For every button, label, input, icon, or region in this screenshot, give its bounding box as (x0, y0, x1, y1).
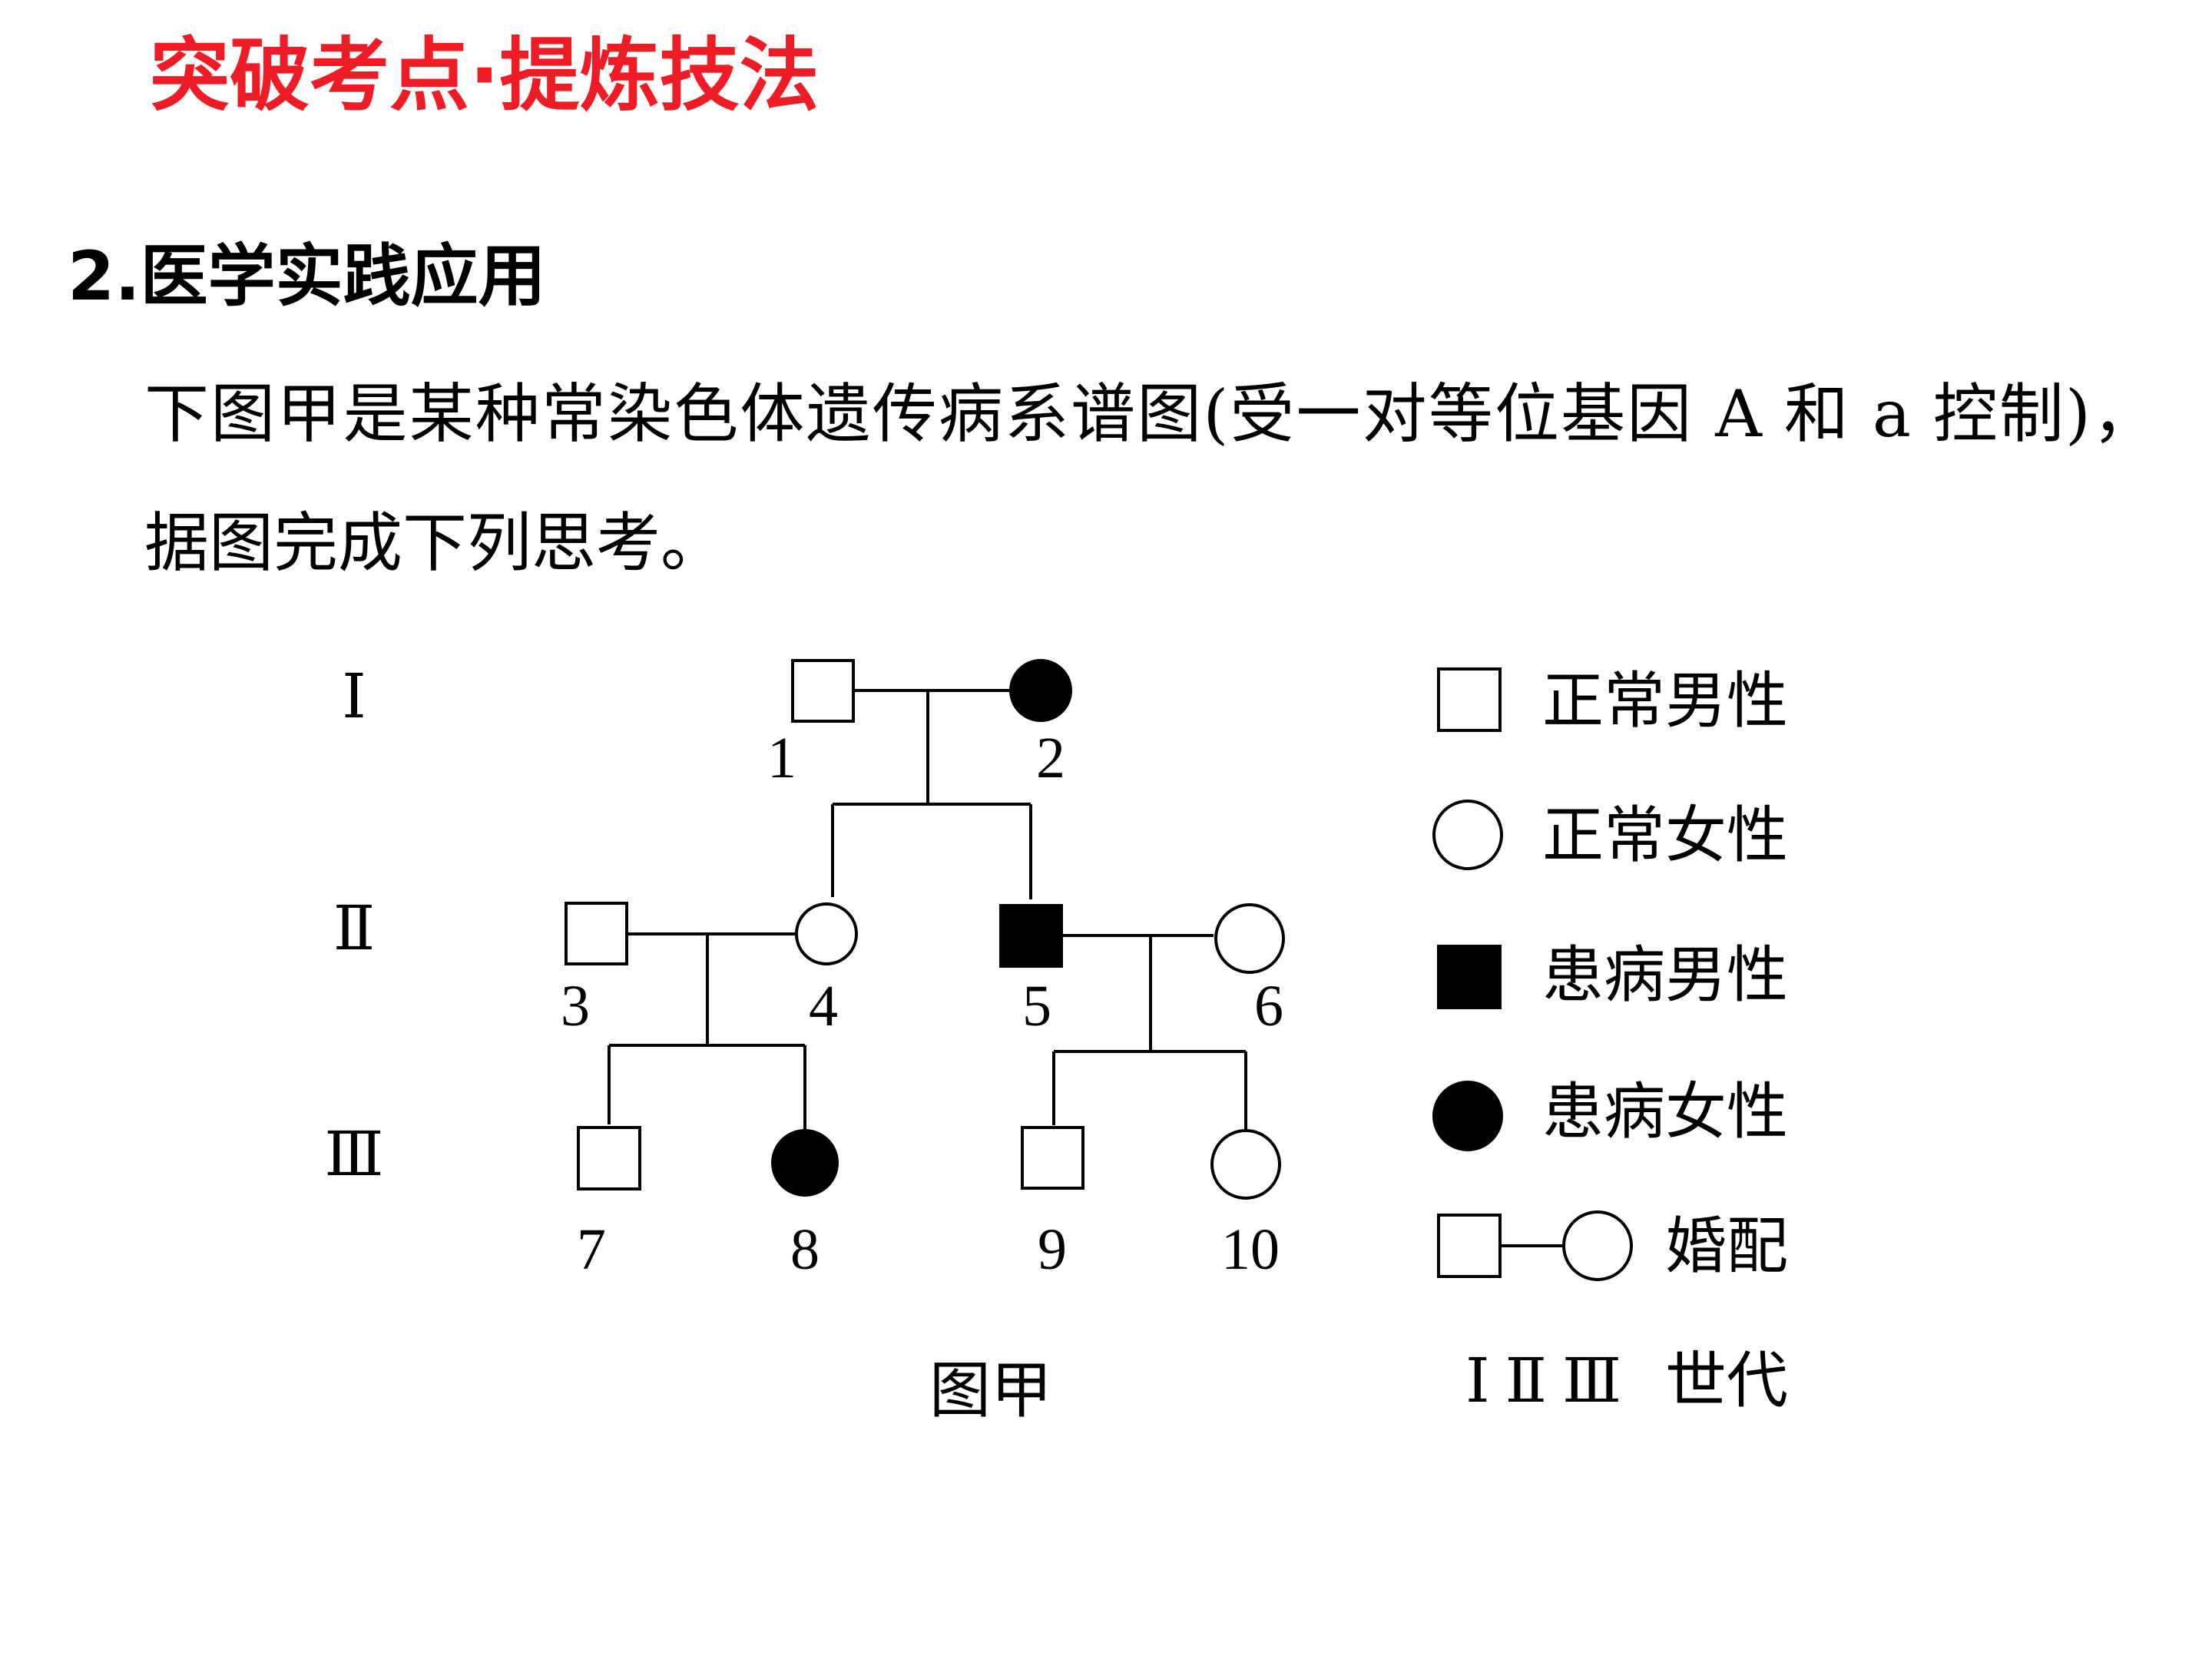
individual-number: 3 (561, 974, 590, 1038)
legend-label: 正常女性 (1542, 803, 1788, 870)
individual-10-normal-female (1210, 1129, 1281, 1200)
individual-number: 7 (577, 1217, 606, 1282)
question-text: 下图甲是某种常染色体遗传病系谱图(受一对等位基因 A 和 a 控制)，据图完成下… (144, 376, 2157, 581)
figure-caption: 图甲 (929, 1358, 1052, 1426)
legend-symbol-normal-male (1437, 667, 1502, 732)
individual-4-normal-female (795, 902, 858, 965)
individual-3-normal-male (565, 902, 628, 965)
individual-number: 4 (809, 974, 838, 1038)
legend-symbol-marriage-male (1437, 1214, 1502, 1278)
individual-number: 6 (1254, 974, 1283, 1038)
individual-7-normal-male (577, 1126, 641, 1190)
legend-symbol-marriage-female (1562, 1210, 1633, 1281)
generation-label-2: Ⅱ (333, 896, 375, 963)
legend-generation-numerals: Ⅰ Ⅱ Ⅲ (1465, 1348, 1621, 1416)
individual-number: 2 (1036, 726, 1065, 790)
individual-6-normal-female (1214, 903, 1285, 974)
legend-label: 世代 (1665, 1348, 1788, 1416)
pedigree-lines (608, 689, 1247, 1129)
individual-2-affected-female (1009, 659, 1072, 722)
legend-symbol-affected-female (1432, 1081, 1503, 1151)
individual-8-affected-female (771, 1129, 839, 1197)
individual-number: 5 (1022, 974, 1051, 1038)
legend-label: 患病男性 (1542, 942, 1788, 1010)
individual-number: 9 (1038, 1217, 1067, 1282)
individual-number: 10 (1221, 1217, 1280, 1282)
legend-label: 正常男性 (1542, 668, 1788, 736)
individual-number: 8 (790, 1217, 820, 1282)
individual-1-normal-male (791, 659, 855, 723)
slide-title: 突破考点·提炼技法 (150, 28, 820, 122)
legend-symbol-normal-female (1432, 800, 1503, 870)
individual-number: 1 (767, 726, 796, 790)
section-heading: 2.医学实践应用 (68, 237, 546, 316)
legend-label: 患病女性 (1542, 1079, 1788, 1147)
individual-9-normal-male (1021, 1126, 1084, 1190)
generation-label-1: Ⅰ (342, 664, 366, 731)
legend-symbol-affected-male (1437, 945, 1502, 1009)
legend (1432, 667, 1633, 1281)
generation-label-3: Ⅲ (324, 1121, 383, 1189)
legend-label: 婚配 (1665, 1214, 1788, 1281)
individual-5-affected-male (999, 904, 1063, 968)
